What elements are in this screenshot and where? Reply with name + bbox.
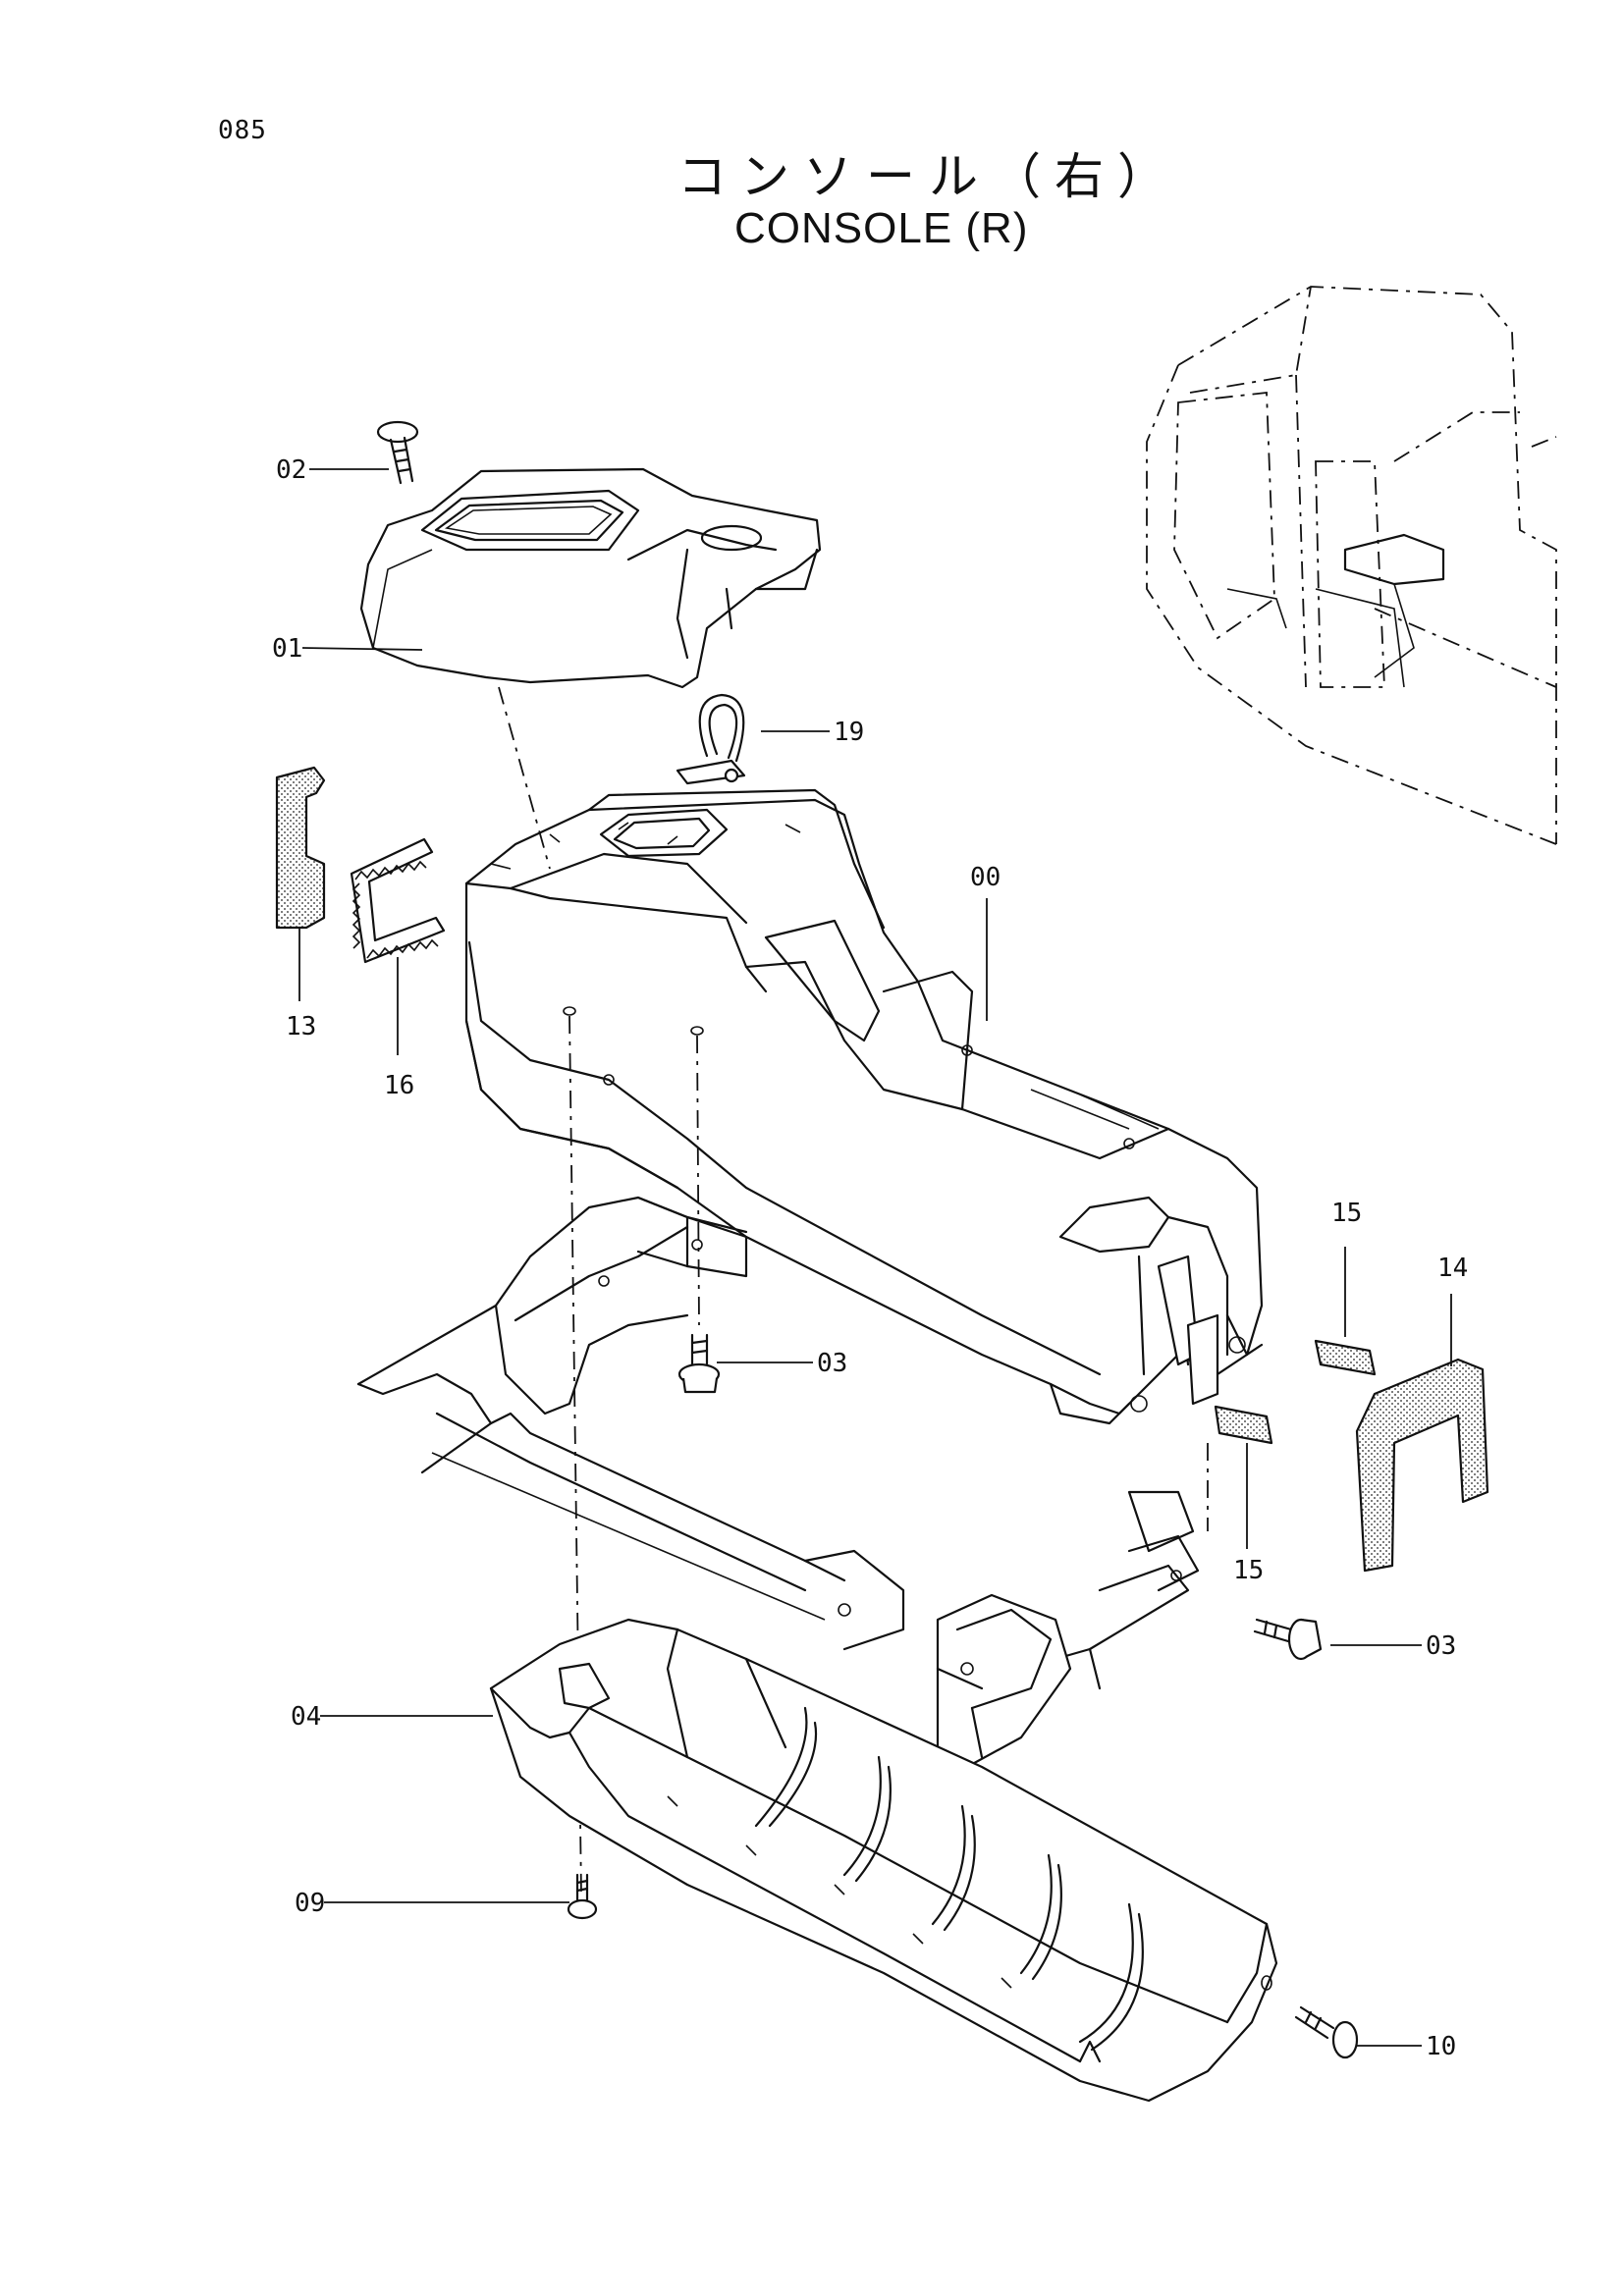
label-13: 13	[286, 1012, 316, 1041]
title-english: CONSOLE (R)	[734, 204, 1029, 252]
part-15-pad-lower	[1214, 1405, 1273, 1445]
label-01: 01	[272, 634, 302, 664]
part-13-pad	[275, 766, 326, 930]
mounting-frame	[356, 1196, 905, 1651]
part-09-screw	[567, 1873, 598, 1920]
console-mount-holes	[563, 1006, 704, 1036]
leader-lines	[298, 468, 1452, 2047]
label-03-lower: 03	[1426, 1631, 1456, 1661]
label-02: 02	[276, 455, 306, 485]
label-15-upper: 15	[1331, 1199, 1362, 1228]
label-04: 04	[291, 1702, 321, 1732]
part-16-seal	[350, 837, 446, 964]
lower-bracket-assembly	[936, 1593, 1072, 1769]
label-14: 14	[1437, 1254, 1468, 1283]
label-15-lower: 15	[1233, 1556, 1264, 1585]
part-01-upper-cover	[359, 467, 822, 689]
page-number: 085	[218, 116, 267, 145]
title-japanese: コンソール（右）	[677, 148, 1180, 205]
label-00: 00	[970, 863, 1001, 892]
part-00-console-body	[464, 788, 1264, 1425]
label-10: 10	[1426, 2032, 1456, 2061]
part-19-clamp	[676, 693, 746, 785]
part-03-bolt-lower	[1253, 1618, 1323, 1661]
label-16: 16	[384, 1071, 414, 1100]
part-15-pad-upper	[1314, 1339, 1377, 1376]
label-03-upper: 03	[817, 1349, 847, 1378]
part-10-bolt	[1294, 2005, 1359, 2059]
part-labels: 02 01 19 00 13 16 03 15 14 15 03 04 09 1…	[272, 455, 1468, 2061]
label-09: 09	[295, 1889, 325, 1918]
part-04-lower-cover	[489, 1618, 1278, 2103]
label-19: 19	[834, 718, 864, 747]
rear-bracket	[1019, 1255, 1219, 1690]
part-14-u-pad	[1355, 1358, 1489, 1573]
part-02-screw	[376, 420, 419, 485]
part-03-bolt-upper	[677, 1333, 721, 1394]
cab-location-sketch	[1146, 286, 1557, 845]
